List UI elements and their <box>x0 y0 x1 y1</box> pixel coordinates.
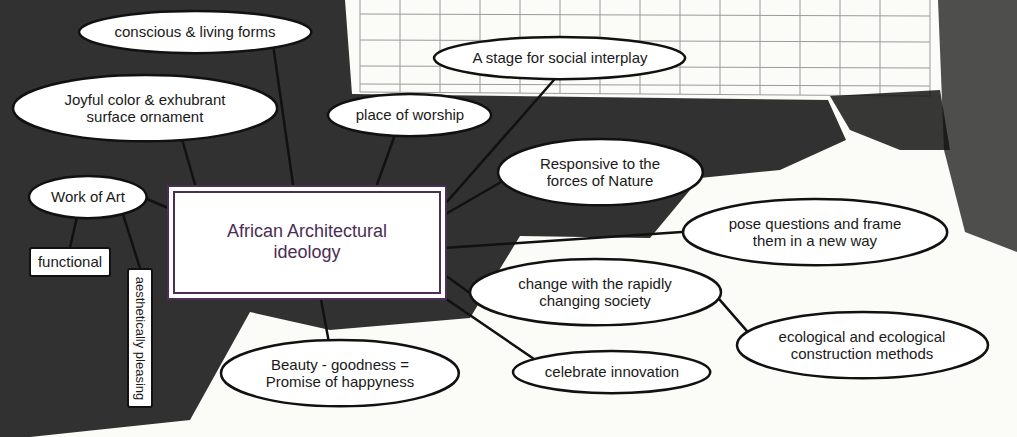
bubble-ellipse <box>29 176 147 218</box>
bubble-ellipse <box>683 199 947 265</box>
connector-line <box>274 48 293 184</box>
connector-line <box>377 137 394 185</box>
bubble-node: place of worship <box>326 92 493 138</box>
node-text: Work of Art <box>51 188 125 205</box>
bubble-ellipse <box>434 37 685 79</box>
node-text: aesthetically pleasing <box>133 276 148 400</box>
node-text: A stage for social interplay <box>472 49 647 66</box>
bubble-node: A stage for social interplay <box>432 35 687 81</box>
central-box: African Architectural ideology <box>167 185 447 300</box>
bubble-ellipse <box>13 75 277 141</box>
bubble-node: change with the rapidly changing society <box>468 257 723 327</box>
text-box: aesthetically pleasing <box>127 268 154 408</box>
bubble-ellipse <box>328 94 491 136</box>
node-text: change with the rapidly changing society <box>508 275 683 310</box>
bubble-ellipse <box>221 340 459 406</box>
connector-line <box>147 199 167 207</box>
connector-line <box>447 182 501 213</box>
connector-line <box>182 141 195 185</box>
node-text: Responsive to the forces of Nature <box>530 155 670 190</box>
node-text: Beauty - goodness = Promise of happyness <box>257 356 422 391</box>
bubble-node: ecological and ecological construction m… <box>735 310 990 380</box>
node-text: pose questions and frame them in a new w… <box>722 215 907 250</box>
building-floor-lines <box>360 14 930 86</box>
bubble-node: conscious & living forms <box>77 9 313 55</box>
bubble-node: Work of Art <box>27 174 149 220</box>
building-outline <box>360 0 930 96</box>
bubble-ellipse <box>513 351 710 393</box>
node-text: place of worship <box>356 106 464 123</box>
charcoal-shading-right <box>938 0 1017 252</box>
building-sketch <box>360 0 930 96</box>
text-box: functional <box>29 247 111 276</box>
bubble-node: pose questions and frame them in a new w… <box>681 197 949 267</box>
bubble-ellipse <box>470 259 721 325</box>
building-window-lines <box>400 0 880 96</box>
connector-line <box>447 277 469 292</box>
charcoal-edge-band <box>830 90 950 150</box>
connector-line <box>447 232 682 248</box>
bubble-node: Responsive to the forces of Nature <box>496 137 705 207</box>
bubble-node: Beauty - goodness = Promise of happyness <box>219 338 461 408</box>
connector-line <box>70 219 77 248</box>
connector-line <box>123 215 140 268</box>
node-text: conscious & living forms <box>115 23 276 40</box>
bubble-ellipse <box>498 139 703 205</box>
node-text: celebrate innovation <box>545 363 679 380</box>
node-text: ecological and ecological construction m… <box>775 328 950 363</box>
bubble-ellipse <box>737 312 988 378</box>
bubble-node: celebrate innovation <box>511 349 712 395</box>
bubble-node: Joyful color & exhubrant surface ornamen… <box>11 73 279 143</box>
node-text: African Architectural ideology <box>192 221 422 262</box>
node-text: functional <box>38 253 102 270</box>
node-text: Joyful color & exhubrant surface ornamen… <box>52 91 237 126</box>
connector-line <box>719 299 747 331</box>
bubble-ellipse <box>79 11 311 53</box>
connector-line <box>321 300 328 340</box>
